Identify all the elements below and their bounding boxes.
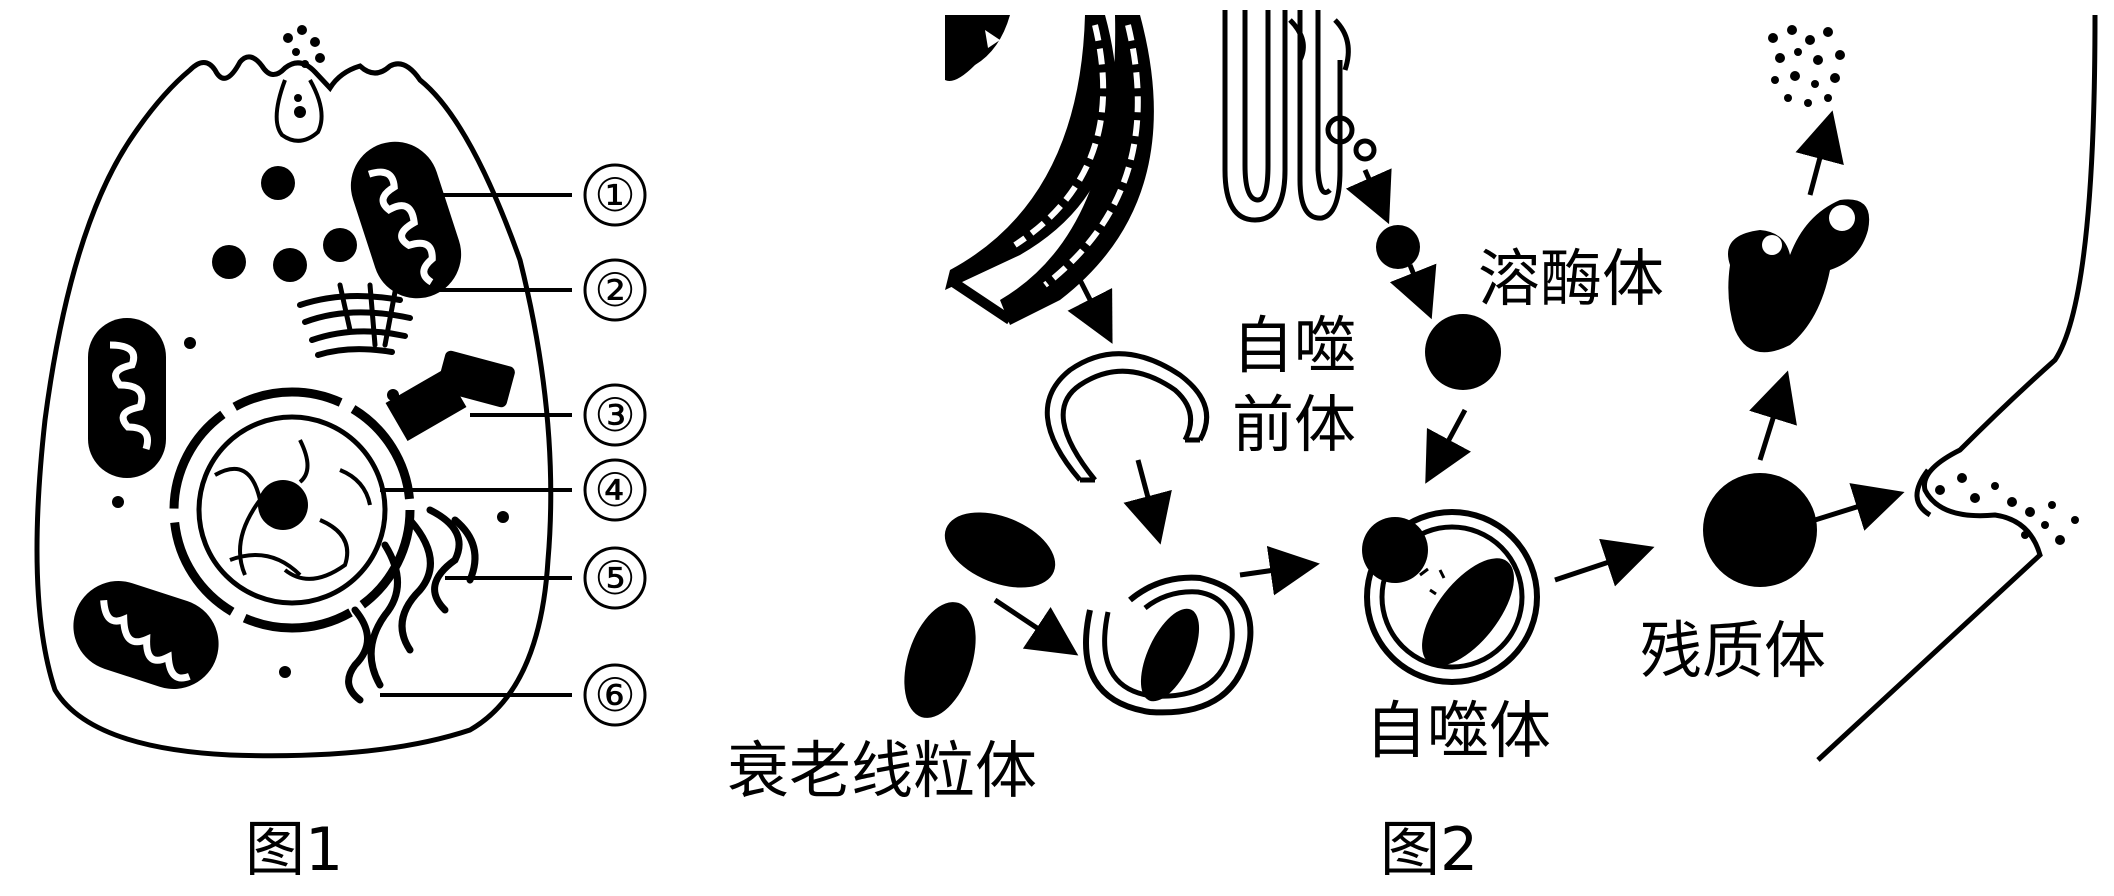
secretory-granule (261, 166, 295, 200)
figure-1-caption: 图1 (245, 815, 343, 885)
label-autophagosome: 自噬体 (1365, 694, 1551, 767)
figure-2-autophagy: 溶酶体 自噬 前体 残质体 自噬体 衰老线粒体 图2 (727, 10, 2098, 885)
released-contents (1768, 25, 1845, 107)
label-aging-mitochondria: 衰老线粒体 (727, 734, 1037, 807)
lysosome (1425, 314, 1501, 390)
marker-2: ② (594, 263, 635, 317)
figure-2-caption: 图2 (1380, 815, 1478, 885)
mitochondrion (350, 141, 462, 299)
autolysosome (1362, 509, 1540, 685)
secretory-granule (323, 228, 357, 262)
cell-membrane (34, 54, 554, 759)
flow-arrows (993, 110, 1905, 656)
transport-vesicle (1376, 225, 1420, 269)
exocytosis-particles (1935, 473, 2079, 545)
marker-5: ⑤ (594, 551, 635, 605)
aging-mitochondrion (904, 602, 976, 718)
nucleus (169, 387, 415, 633)
nucleolus (258, 480, 308, 530)
figure-1-cell: ① ② ③ ④ ⑤ ⑥ 图1 (34, 25, 647, 885)
mitochondrion (73, 581, 219, 689)
marker-4: ④ (594, 463, 635, 517)
secretory-granule (212, 245, 246, 279)
label-preautophagosome-line2: 前体 (1232, 388, 1356, 461)
leader-lines (380, 193, 572, 697)
plasma-membrane (1816, 14, 2098, 762)
mitochondrion (88, 318, 166, 478)
label-lysosome: 溶酶体 (1478, 242, 1664, 315)
residual-body (1703, 473, 1817, 587)
aging-mitochondrion (944, 512, 1056, 588)
centriole (385, 350, 515, 442)
secretory-vesicle (274, 79, 324, 143)
secretory-granule (273, 248, 307, 282)
rough-endoplasmic-reticulum (345, 506, 479, 704)
organelle-markers: ① ② ③ ④ ⑤ ⑥ (583, 163, 647, 727)
golgi-apparatus (1222, 10, 1377, 223)
residual-body-budding (1728, 199, 1870, 353)
marker-1: ① (594, 168, 635, 222)
marker-3: ③ (594, 388, 635, 442)
marker-6: ⑥ (594, 668, 635, 722)
label-residual-body: 残质体 (1640, 614, 1826, 687)
pre-autophagosome (1044, 351, 1210, 483)
endoplasmic-reticulum (945, 15, 1154, 325)
golgi-apparatus (297, 282, 413, 358)
forming-autophagosome (1083, 574, 1254, 716)
label-preautophagosome-line1: 自噬 (1232, 309, 1356, 382)
cell-fragment (945, 15, 1010, 81)
